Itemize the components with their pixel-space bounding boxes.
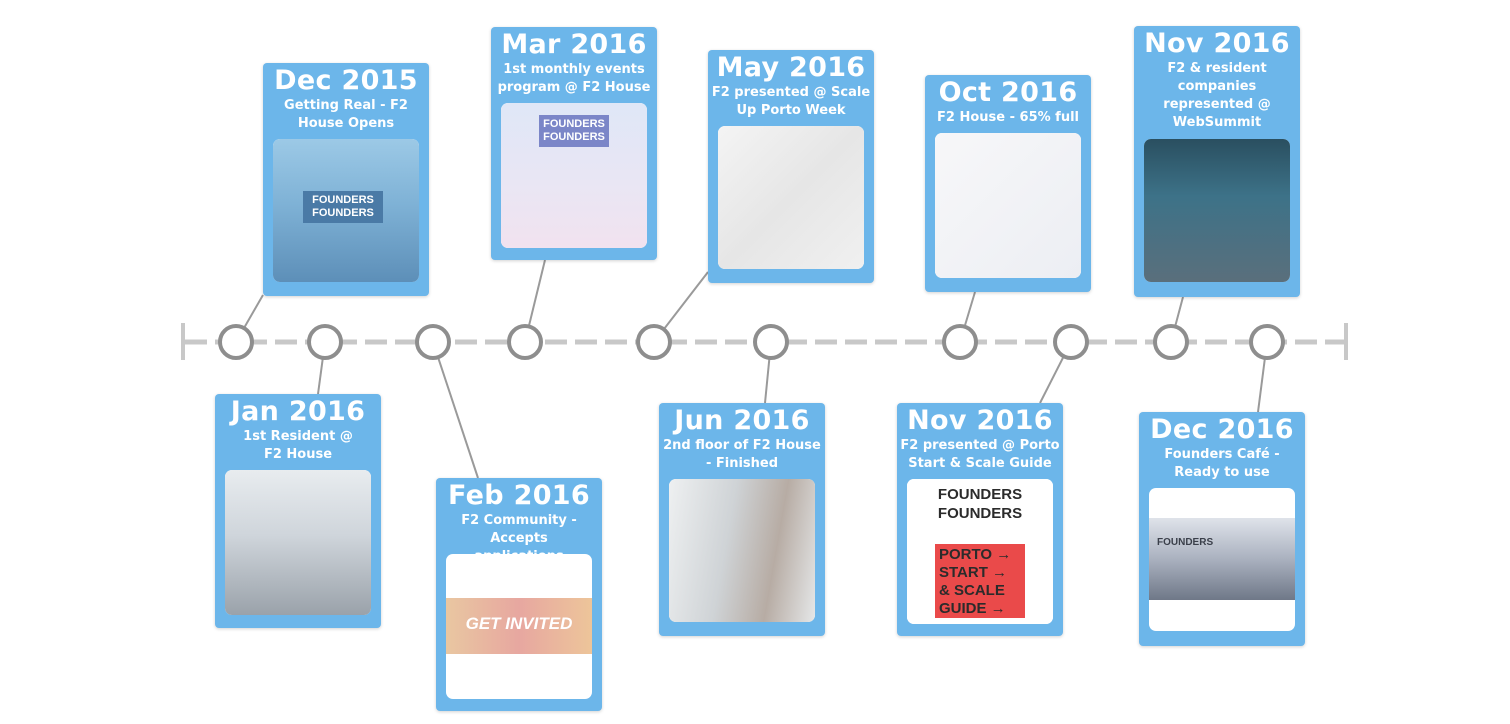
event-card-nov-2016-websummit: Nov 2016 F2 & resident companies represe…: [1134, 26, 1300, 297]
timeline-node: [507, 324, 543, 360]
event-caption: Getting Real - F2 House Opens: [284, 98, 408, 131]
guide-red-block: PORTO → START → & SCALE GUIDE →: [935, 544, 1025, 618]
events-program-flyer: FOUNDERS FOUNDERS: [501, 103, 647, 248]
office-resident-photo: [225, 470, 371, 615]
event-date: Feb 2016: [448, 480, 590, 511]
event-caption: F2 House - 65% full: [937, 110, 1079, 125]
get-invited-banner: GET INVITED: [446, 554, 592, 699]
event-card-mar-2016: Mar 2016 1st monthly events program @ F2…: [491, 27, 657, 260]
scale-up-post-it-photo: [718, 126, 864, 269]
websummit-team-photo: [1144, 139, 1290, 282]
event-caption: Founders Café - Ready to use: [1164, 447, 1280, 480]
event-caption: F2 presented @ Porto Start & Scale Guide: [900, 438, 1060, 471]
timeline-node: [1153, 324, 1189, 360]
event-date: Dec 2016: [1150, 414, 1294, 445]
timeline-node: [636, 324, 672, 360]
event-card-dec-2016: Dec 2016 Founders Café - Ready to use FO…: [1139, 412, 1305, 646]
event-card-may-2016: May 2016 F2 presented @ Scale Up Porto W…: [708, 50, 874, 283]
timeline-node: [415, 324, 451, 360]
event-date: Jan 2016: [230, 396, 366, 427]
event-card-feb-2016: Feb 2016 F2 Community - Accepts applicat…: [436, 478, 602, 711]
event-caption: 2nd floor of F2 House - Finished: [663, 438, 821, 471]
event-date: May 2016: [716, 52, 866, 83]
event-card-oct-2016: Oct 2016 F2 House - 65% full: [925, 75, 1091, 292]
timeline-node: [1249, 324, 1285, 360]
cafe-sign-text: FOUNDERS: [1157, 537, 1214, 548]
event-caption: 1st monthly events program @ F2 House: [497, 62, 651, 95]
banner-text: GET INVITED: [465, 614, 573, 633]
connector-line: [432, 341, 479, 479]
event-caption: F2 & resident companies represented @ We…: [1163, 61, 1271, 130]
founders-house-facade-photo: FOUNDERS FOUNDERS: [273, 139, 419, 282]
timeline-node: [1053, 324, 1089, 360]
wall-painting-photo: [669, 479, 815, 622]
event-caption: F2 presented @ Scale Up Porto Week: [711, 85, 871, 118]
timeline-node: [753, 324, 789, 360]
timeline-node: [218, 324, 254, 360]
guide-red-text: PORTO → START → & SCALE GUIDE →: [939, 546, 1012, 617]
event-date: Mar 2016: [501, 29, 647, 60]
founders-cafe-photo: FOUNDERS: [1149, 488, 1295, 631]
start-scale-guide-cover: FOUNDERS FOUNDERS PORTO → START → & SCAL…: [907, 479, 1053, 624]
event-date: Dec 2015: [274, 65, 418, 96]
event-card-jan-2016: Jan 2016 1st Resident @ F2 House: [215, 394, 381, 628]
guide-title: FOUNDERS FOUNDERS: [937, 486, 1023, 522]
photo-brand-text: FOUNDERS FOUNDERS: [303, 191, 383, 223]
flyer-brand-text: FOUNDERS FOUNDERS: [539, 115, 609, 147]
event-date: Nov 2016: [907, 405, 1053, 436]
event-date: Jun 2016: [674, 405, 810, 436]
event-card-dec-2015: Dec 2015 Getting Real - F2 House Opens F…: [263, 63, 429, 296]
event-caption: 1st Resident @ F2 House: [243, 429, 353, 462]
event-card-nov-2016-guide: Nov 2016 F2 presented @ Porto Start & Sc…: [897, 403, 1063, 636]
timeline-node: [307, 324, 343, 360]
timeline-node: [942, 324, 978, 360]
event-date: Nov 2016: [1144, 28, 1290, 59]
company-stickers-photo: [935, 133, 1081, 278]
event-card-jun-2016: Jun 2016 2nd floor of F2 House - Finishe…: [659, 403, 825, 636]
event-date: Oct 2016: [938, 77, 1078, 108]
